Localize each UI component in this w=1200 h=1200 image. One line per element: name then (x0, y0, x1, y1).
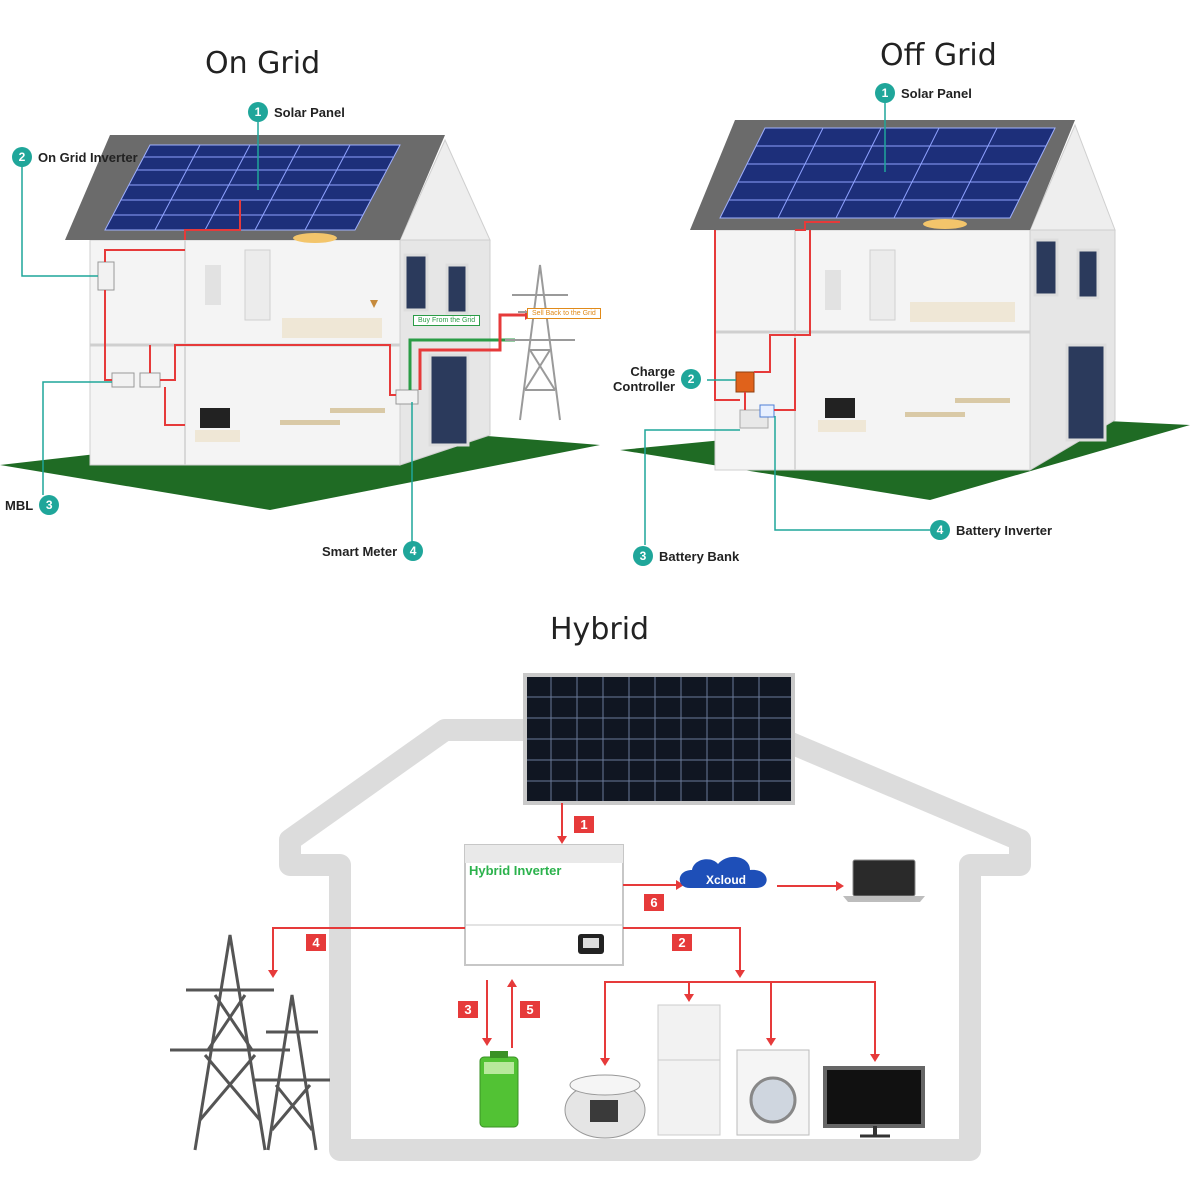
off-grid-title: Off Grid (880, 38, 997, 73)
off-grid-callout-solar-panel: 1 Solar Panel (875, 83, 972, 103)
callout-number-badge: 2 (681, 369, 702, 389)
on-grid-house-illustration (0, 122, 600, 542)
step-6-badge: 6 (644, 894, 664, 911)
sell-back-to-grid-flag: Sell Back to the Grid (527, 308, 601, 319)
step-1-badge: 1 (574, 816, 594, 833)
callout-number-badge: 1 (875, 83, 895, 103)
hybrid-title: Hybrid (550, 612, 650, 647)
callout-number-badge: 3 (39, 495, 60, 515)
step-5-badge: 5 (520, 1001, 540, 1018)
callout-label-line2: Controller (613, 379, 676, 394)
off-grid-callout-battery-inverter: 4 Battery Inverter (930, 520, 1052, 540)
xcloud-label: Xcloud (706, 873, 747, 887)
buy-from-grid-flag: Buy From the Grid (413, 315, 481, 326)
step-3-badge: 3 (458, 1001, 478, 1018)
step-4-badge: 4 (306, 934, 326, 951)
on-grid-callout-solar-panel: 1 Solar Panel (248, 102, 345, 122)
callout-label: MBL (5, 497, 34, 513)
callout-label: Solar Panel (274, 104, 345, 120)
off-grid-callout-battery-bank: 3 Battery Bank (633, 546, 739, 566)
callout-label: Solar Panel (901, 85, 972, 101)
callout-number-badge: 2 (12, 147, 32, 167)
callout-number-badge: 4 (930, 520, 950, 540)
step-2-badge: 2 (672, 934, 692, 951)
callout-label: Charge Controller (613, 364, 675, 394)
on-grid-callout-smart-meter: Smart Meter 4 (322, 541, 424, 561)
callout-number-badge: 3 (633, 546, 653, 566)
hybrid-inverter-label: Hybrid Inverter (469, 863, 562, 878)
callout-label-line1: Charge (630, 364, 676, 379)
callout-number-badge: 1 (248, 102, 268, 122)
callout-number-badge: 4 (403, 541, 424, 561)
off-grid-callout-charge-controller: Charge Controller 2 (613, 364, 702, 394)
callout-label: Smart Meter (322, 543, 398, 559)
callout-label: On Grid Inverter (38, 149, 138, 165)
on-grid-callout-mbl: MBL 3 (5, 495, 60, 515)
callout-label: Battery Inverter (956, 522, 1053, 538)
off-grid-house-illustration (620, 102, 1190, 545)
on-grid-callout-inverter: 2 On Grid Inverter (12, 147, 138, 167)
hybrid-system-diagram (170, 673, 1031, 1161)
on-grid-title: On Grid (205, 46, 321, 81)
callout-label: Battery Bank (659, 548, 740, 564)
